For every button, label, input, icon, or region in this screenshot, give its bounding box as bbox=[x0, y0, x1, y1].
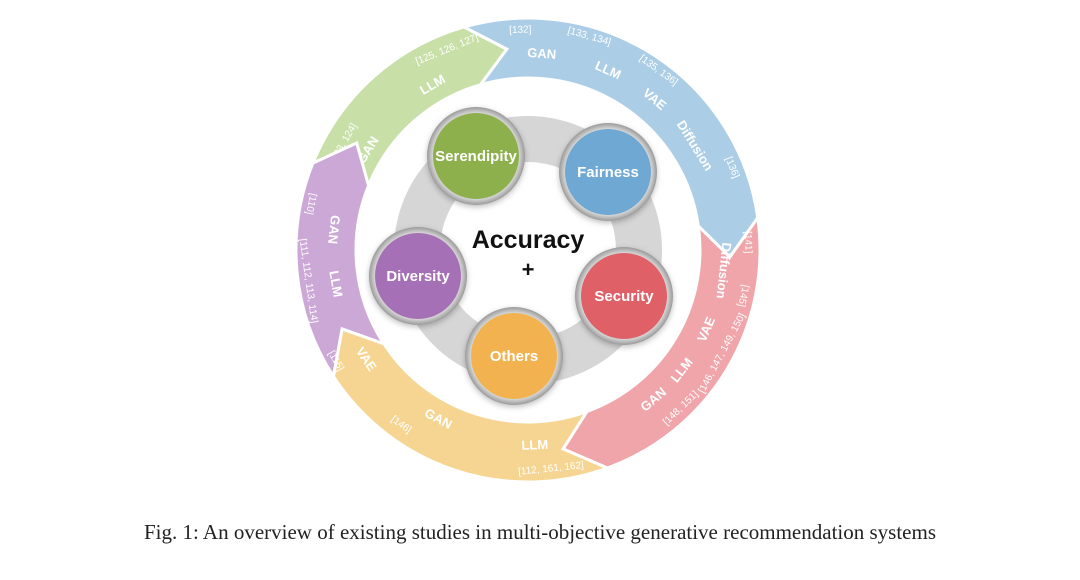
center-label: Accuracy + bbox=[472, 226, 585, 282]
model-label: Diffusion bbox=[714, 242, 735, 300]
objective-node-fairness: Fairness bbox=[559, 123, 657, 221]
model-label: GAN bbox=[527, 45, 557, 62]
reference-label: [141] bbox=[742, 231, 754, 254]
objective-node-serendipity: Serendipity bbox=[427, 107, 525, 205]
model-label: GAN bbox=[325, 214, 343, 244]
objective-node-others: Others bbox=[465, 307, 563, 405]
model-label: LLM bbox=[521, 437, 548, 453]
objective-node-security: Security bbox=[575, 247, 673, 345]
objective-label: Diversity bbox=[386, 268, 450, 285]
objective-label: Fairness bbox=[577, 164, 639, 181]
reference-label: [132] bbox=[509, 24, 532, 36]
center-title: Accuracy bbox=[472, 226, 585, 254]
model-label: LLM bbox=[326, 269, 345, 298]
reference-label: [145] bbox=[735, 284, 750, 308]
objective-label: Others bbox=[490, 348, 538, 365]
reference-label: [110] bbox=[303, 192, 318, 216]
objective-node-diversity: Diversity bbox=[369, 227, 467, 325]
inner-white-core bbox=[440, 162, 616, 338]
ring-segment-5 bbox=[294, 140, 388, 381]
objective-label: Security bbox=[594, 288, 654, 305]
center-plus: + bbox=[522, 257, 535, 282]
figure-caption: Fig. 1: An overview of existing studies … bbox=[143, 520, 936, 544]
objective-label: Serendipity bbox=[435, 148, 517, 165]
